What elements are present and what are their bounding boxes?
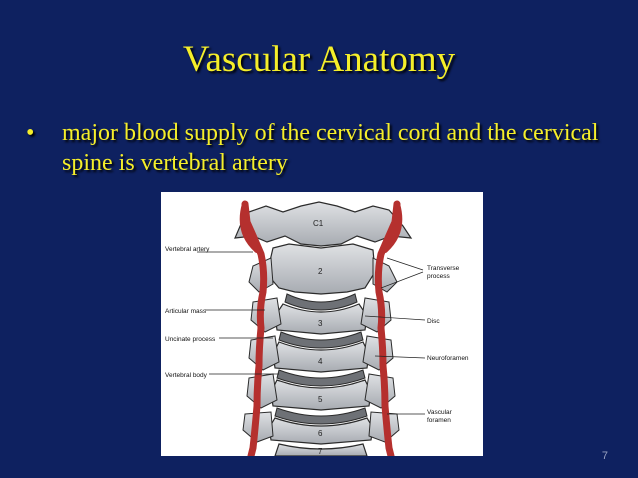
label-disc: Disc — [427, 318, 440, 325]
label-uncinate-process: Uncinate process — [165, 336, 216, 343]
vertebra-c7 — [274, 443, 368, 456]
label-transverse-process-2: process — [427, 273, 451, 280]
bullet-item: • major blood supply of the cervical cor… — [26, 118, 616, 178]
vertebra-label: 5 — [318, 395, 323, 404]
vertebra-c4 — [272, 341, 370, 373]
disc — [274, 407, 368, 425]
vertebral-artery-left — [241, 200, 268, 456]
vertebra-label: 6 — [318, 429, 323, 438]
vertebra-c3 — [274, 303, 368, 335]
vertebra-label: 3 — [318, 319, 323, 328]
vertebra-c6 — [268, 417, 374, 445]
vertebra-label: 2 — [318, 267, 323, 276]
vertebra-label: 7 — [318, 447, 323, 456]
label-vascular-foramen-2: foramen — [427, 417, 451, 424]
bullet-marker: • — [26, 120, 35, 146]
vertebral-artery-right — [374, 200, 401, 456]
vertebra-c2 — [266, 243, 376, 295]
cervical-spine-figure: C1 2 3 4 5 6 7 Vertebral artery Articula… — [161, 192, 483, 456]
label-neuroforamen: Neuroforamen — [427, 355, 469, 362]
vertebra-label: 4 — [318, 357, 323, 366]
label-vertebral-artery: Vertebral artery — [165, 246, 210, 253]
page-number: 7 — [601, 450, 608, 462]
disc — [276, 369, 366, 387]
label-vertebral-body: Vertebral body — [165, 372, 208, 379]
bullet-text: major blood supply of the cervical cord … — [62, 120, 599, 176]
disc — [278, 331, 364, 349]
slide-title: Vascular Anatomy — [182, 39, 456, 80]
label-transverse-process: Transverse — [427, 265, 460, 272]
disc — [284, 293, 358, 311]
vertebral-artery-left-top — [239, 201, 260, 253]
vertebra-c5 — [270, 379, 372, 411]
vertebra-label: C1 — [313, 219, 324, 228]
vertebral-artery-right-top — [382, 201, 403, 253]
label-articular-mass: Articular mass — [165, 308, 207, 315]
label-vascular-foramen: Vascular — [427, 409, 453, 416]
